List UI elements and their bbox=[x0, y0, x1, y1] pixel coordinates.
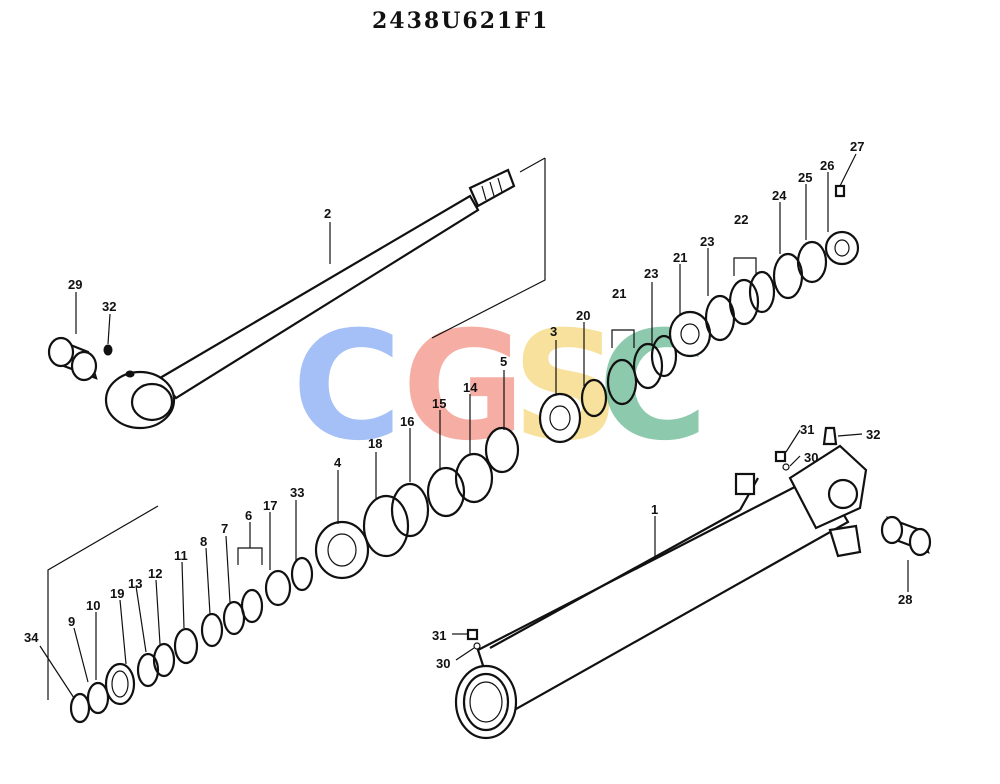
callout-32-rod: 32 bbox=[102, 299, 116, 314]
callout-12: 12 bbox=[148, 566, 162, 581]
head-leader-box bbox=[47, 505, 159, 700]
callout-4: 4 bbox=[334, 455, 342, 470]
bushing-28 bbox=[880, 515, 932, 557]
bracket-21-lower bbox=[611, 329, 635, 348]
callout-31-top: 31 bbox=[800, 422, 814, 437]
callout-7: 7 bbox=[221, 521, 228, 536]
bushing-29 bbox=[47, 336, 98, 382]
callout-31-bottom: 31 bbox=[432, 628, 446, 643]
callout-10: 10 bbox=[86, 598, 100, 613]
plug-31-bottom bbox=[466, 628, 479, 641]
leader-lines bbox=[39, 153, 909, 699]
callout-30-bottom: 30 bbox=[436, 656, 450, 671]
callout-20: 20 bbox=[576, 308, 590, 323]
callout-19: 19 bbox=[110, 586, 124, 601]
callout-17: 17 bbox=[263, 498, 277, 513]
callout-8: 8 bbox=[200, 534, 207, 549]
cylinder-tube bbox=[454, 444, 868, 740]
plug-31-top bbox=[774, 450, 787, 463]
callout-26: 26 bbox=[820, 158, 834, 173]
piston-rod bbox=[104, 168, 516, 430]
watermark-letter-c1: C bbox=[292, 300, 402, 474]
callout-21a: 21 bbox=[612, 286, 626, 301]
bracket-22 bbox=[733, 257, 757, 276]
head-parts bbox=[69, 520, 370, 724]
callout-13: 13 bbox=[128, 576, 142, 591]
grease-fitting-32-rod bbox=[103, 344, 113, 356]
callout-14: 14 bbox=[463, 380, 478, 395]
callout-16: 16 bbox=[400, 414, 414, 429]
callout-9: 9 bbox=[68, 614, 75, 629]
oring-30-bottom bbox=[473, 642, 481, 650]
callout-34: 34 bbox=[24, 630, 39, 645]
callout-11: 11 bbox=[174, 548, 188, 563]
callout-23a: 23 bbox=[644, 266, 658, 281]
oring-30-top bbox=[782, 463, 790, 471]
callout-32-tube: 32 bbox=[866, 427, 880, 442]
rod-leader-box bbox=[431, 158, 546, 339]
callout-29: 29 bbox=[68, 277, 82, 292]
callout-15: 15 bbox=[432, 396, 446, 411]
callout-28: 28 bbox=[898, 592, 912, 607]
callout-30-top: 30 bbox=[804, 450, 818, 465]
callout-5: 5 bbox=[500, 354, 507, 369]
piston-parts bbox=[362, 184, 860, 558]
callout-33: 33 bbox=[290, 485, 304, 500]
callout-2: 2 bbox=[324, 206, 331, 221]
watermark-letter-s: S bbox=[512, 300, 620, 474]
callout-18: 18 bbox=[368, 436, 382, 451]
callout-21b: 21 bbox=[673, 250, 687, 265]
callout-27: 27 bbox=[850, 139, 864, 154]
callout-6: 6 bbox=[245, 508, 252, 523]
callout-25: 25 bbox=[798, 170, 812, 185]
callout-24: 24 bbox=[772, 188, 787, 203]
callout-labels: 1 2 3 4 5 6 7 8 9 10 11 12 13 14 15 16 1… bbox=[24, 139, 912, 671]
drawing-number: 2438U621F1 bbox=[372, 8, 550, 34]
callout-3: 3 bbox=[550, 324, 557, 339]
callout-23b: 23 bbox=[700, 234, 714, 249]
grease-fitting-32-tube bbox=[822, 426, 838, 446]
bracket-6 bbox=[237, 547, 263, 565]
callout-22: 22 bbox=[734, 212, 748, 227]
callout-1: 1 bbox=[651, 502, 658, 517]
